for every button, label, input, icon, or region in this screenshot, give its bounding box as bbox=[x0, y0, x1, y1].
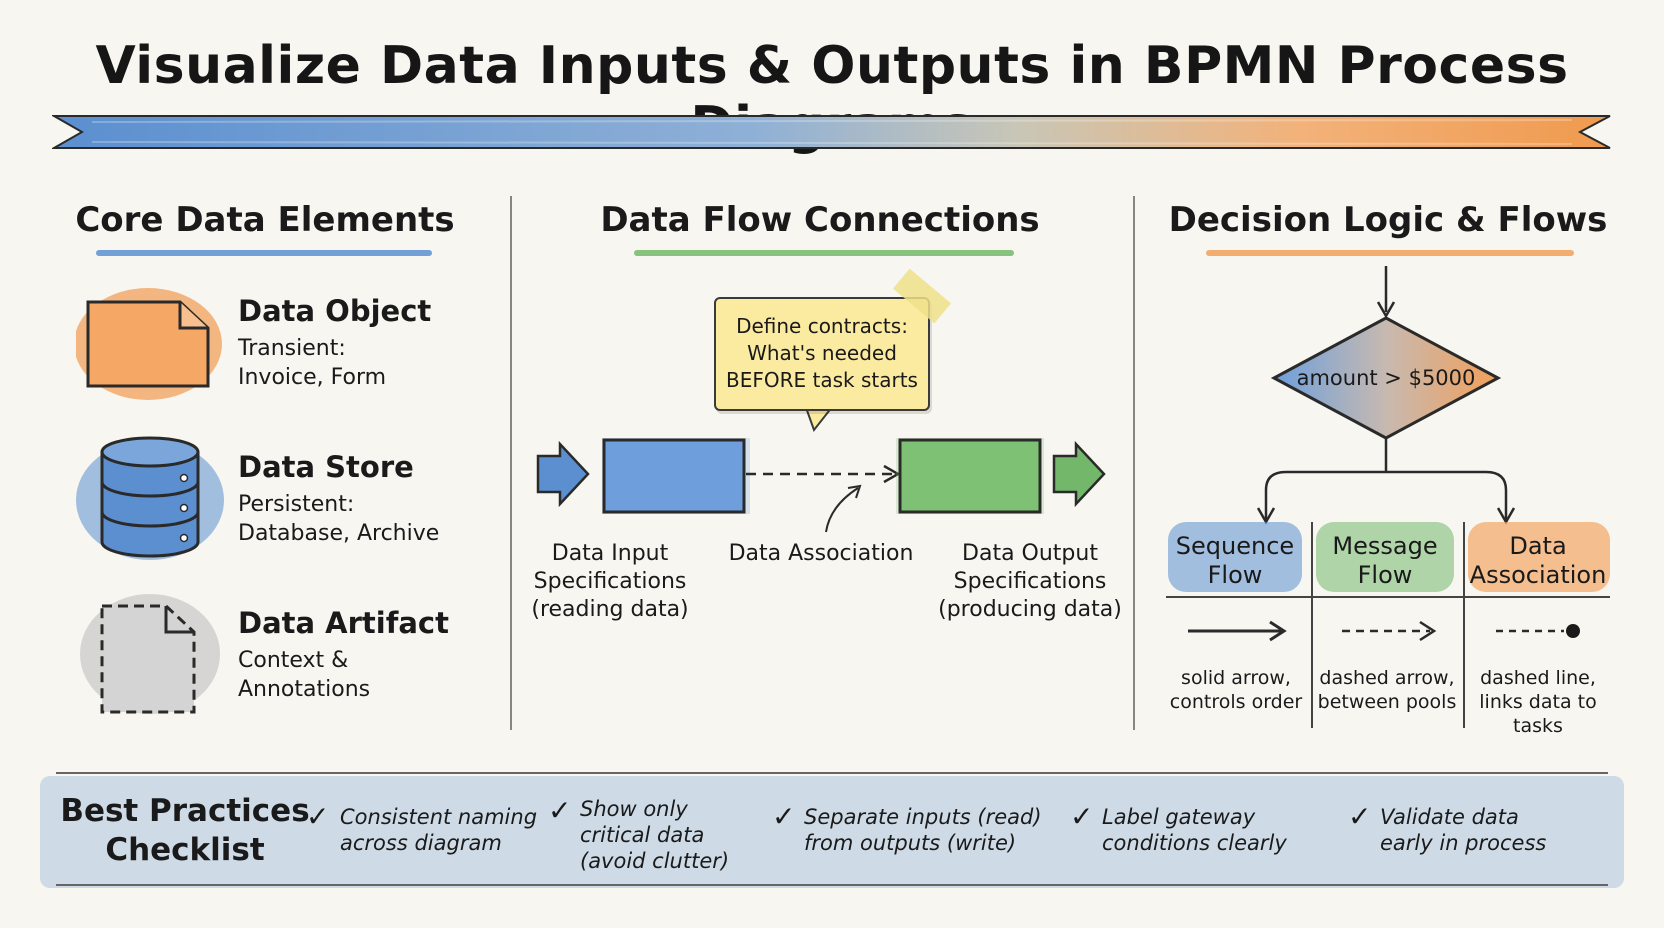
data-output-label-2: Specifications bbox=[953, 569, 1107, 594]
check-icon: ✓ bbox=[1348, 800, 1372, 833]
gateway-graphic bbox=[1256, 266, 1516, 525]
decision-heading: Decision Logic & Flows bbox=[1168, 200, 1608, 240]
checklist-item-3-line-2: from outputs (write) bbox=[804, 831, 1017, 855]
data-output-label-3: (producing data) bbox=[938, 597, 1122, 622]
check-icon: ✓ bbox=[1070, 800, 1094, 833]
contract-note: Define contracts: What's needed BEFORE t… bbox=[714, 297, 930, 411]
legend-message-desc: dashed arrow, between pools bbox=[1314, 666, 1460, 714]
legend-data-desc-1: dashed line, bbox=[1480, 667, 1596, 689]
title-banner bbox=[52, 115, 1611, 149]
checklist-title-2: Checklist bbox=[105, 832, 265, 868]
note-line-1: Define contracts: bbox=[736, 314, 908, 338]
checklist-item-5: Validate data early in process bbox=[1380, 804, 1546, 856]
legend-message-head: Message Flow bbox=[1316, 532, 1454, 590]
legend-divider-1 bbox=[1311, 522, 1313, 728]
checklist-item-5-line-2: early in process bbox=[1380, 831, 1547, 855]
checklist-top-line bbox=[56, 772, 1608, 774]
legend-line-samples bbox=[1188, 620, 1580, 642]
column-divider-left bbox=[510, 196, 512, 730]
core-heading: Core Data Elements bbox=[75, 200, 455, 240]
checklist-item-2-line-1: Show only bbox=[580, 797, 688, 821]
legend-sequence-head-2: Flow bbox=[1207, 561, 1263, 589]
checklist-item-1-line-2: across diagram bbox=[340, 831, 502, 855]
data-artifact-icon bbox=[80, 594, 220, 714]
data-output-label: Data Output Specifications (producing da… bbox=[930, 540, 1130, 624]
data-store-desc-1: Persistent: bbox=[238, 492, 355, 517]
checklist-bottom-line bbox=[56, 884, 1608, 886]
data-object-icon bbox=[76, 288, 222, 400]
data-object-desc-2: Invoice, Form bbox=[238, 365, 387, 390]
legend-message-head-2: Flow bbox=[1357, 561, 1413, 589]
check-icon: ✓ bbox=[772, 800, 796, 833]
legend-message-head-1: Message bbox=[1332, 532, 1438, 560]
column-divider-right bbox=[1133, 196, 1135, 730]
data-object-desc-1: Transient: bbox=[238, 336, 346, 361]
legend-header-line bbox=[1166, 596, 1610, 598]
data-store-icon bbox=[76, 436, 224, 560]
legend-data-head: Data Association bbox=[1464, 532, 1612, 590]
message-flow-sample bbox=[1342, 620, 1437, 642]
checklist-item-2-line-2: critical data bbox=[580, 823, 705, 847]
legend-data-head-1: Data bbox=[1509, 532, 1567, 560]
checklist-item-1: Consistent naming across diagram bbox=[340, 804, 537, 856]
checklist-item-2-line-3: (avoid clutter) bbox=[580, 849, 730, 873]
check-icon: ✓ bbox=[548, 794, 572, 827]
checklist-band bbox=[40, 776, 1624, 888]
data-artifact-desc-2: Annotations bbox=[238, 677, 371, 702]
legend-sequence-desc: solid arrow, controls order bbox=[1166, 666, 1306, 714]
data-object-title: Data Object bbox=[238, 294, 432, 328]
checklist-item-4-line-2: conditions clearly bbox=[1102, 831, 1287, 855]
legend-sequence-head-1: Sequence bbox=[1175, 532, 1295, 560]
gateway-condition: amount > $5000 bbox=[1296, 366, 1476, 390]
checklist-item-2: Show only critical data (avoid clutter) bbox=[580, 796, 729, 874]
data-input-label-2: Specifications bbox=[533, 569, 687, 594]
legend-sequence-desc-2: controls order bbox=[1169, 691, 1303, 713]
legend-data-desc-3: tasks bbox=[1513, 715, 1563, 737]
legend-data-desc: dashed line, links data to tasks bbox=[1466, 666, 1610, 738]
data-association-label: Data Association bbox=[728, 541, 914, 566]
data-input-label-1: Data Input bbox=[551, 541, 669, 566]
checklist-item-3-line-1: Separate inputs (read) bbox=[804, 805, 1042, 829]
legend-data-head-2: Association bbox=[1469, 561, 1607, 589]
legend-divider-2 bbox=[1463, 522, 1465, 728]
flow-heading: Data Flow Connections bbox=[600, 200, 1040, 240]
legend-data-wash bbox=[1468, 522, 1610, 592]
decision-heading-underline bbox=[1206, 250, 1574, 256]
data-artifact-desc-1: Context & bbox=[238, 648, 349, 673]
legend-sequence-wash bbox=[1168, 522, 1302, 592]
check-icon: ✓ bbox=[306, 800, 330, 833]
note-line-3: BEFORE task starts bbox=[726, 368, 918, 392]
data-input-label: Data Input Specifications (reading data) bbox=[520, 540, 700, 624]
core-heading-underline bbox=[96, 250, 432, 256]
checklist-item-4: Label gateway conditions clearly bbox=[1102, 804, 1287, 856]
legend-message-desc-1: dashed arrow, bbox=[1319, 667, 1455, 689]
data-store-desc-2: Database, Archive bbox=[238, 521, 440, 546]
note-line-2: What's needed bbox=[747, 341, 897, 365]
data-output-label-1: Data Output bbox=[962, 541, 1098, 566]
sequence-flow-sample bbox=[1188, 620, 1287, 642]
checklist-item-5-line-1: Validate data bbox=[1380, 805, 1519, 829]
legend-sequence-desc-1: solid arrow, bbox=[1181, 667, 1291, 689]
checklist-title-1: Best Practices bbox=[60, 793, 310, 829]
checklist-item-4-line-1: Label gateway bbox=[1102, 805, 1256, 829]
data-input-label-3: (reading data) bbox=[531, 597, 689, 622]
data-store-title: Data Store bbox=[238, 450, 414, 484]
legend-message-wash bbox=[1316, 522, 1454, 592]
data-flow-graphic bbox=[536, 438, 1106, 533]
checklist-title: Best Practices Checklist bbox=[60, 792, 310, 870]
data-artifact-title: Data Artifact bbox=[238, 606, 449, 640]
flow-heading-underline bbox=[634, 250, 1014, 256]
legend-sequence-head: Sequence Flow bbox=[1168, 532, 1302, 590]
data-association-sample bbox=[1496, 624, 1580, 638]
legend-data-desc-2: links data to bbox=[1479, 691, 1597, 713]
legend-message-desc-2: between pools bbox=[1317, 691, 1457, 713]
checklist-item-1-line-1: Consistent naming bbox=[340, 805, 538, 829]
checklist-item-3: Separate inputs (read) from outputs (wri… bbox=[804, 804, 1042, 856]
